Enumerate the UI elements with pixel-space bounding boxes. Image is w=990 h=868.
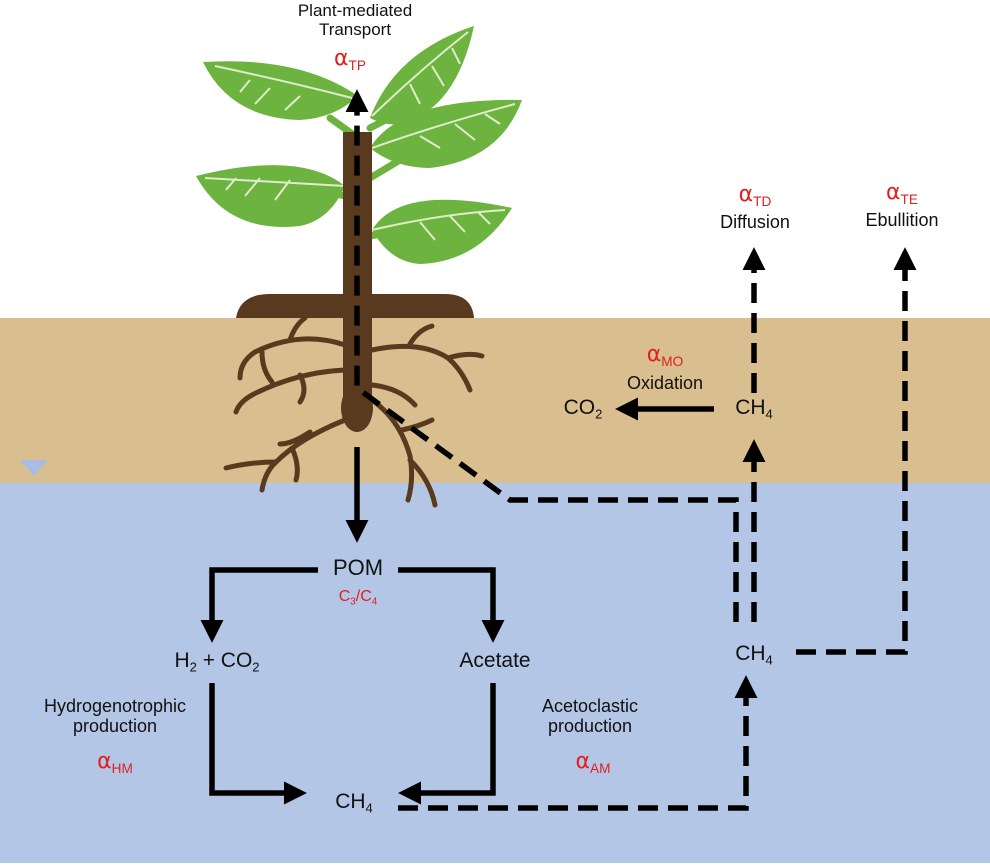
h2-co2-label: H2 + CO2: [174, 649, 260, 675]
arrow-acetate-to-ch4: [398, 683, 496, 805]
ch4-soil-label: CH4: [735, 396, 773, 422]
alpha-am-label: αAM: [575, 749, 611, 776]
arrow-water-ch4-to-plant-transport: [345, 89, 739, 622]
alpha-hm-label: αHM: [97, 749, 133, 776]
soil-layer: [0, 318, 990, 483]
plant-mediated-label: Plant-mediated Transport: [297, 1, 413, 39]
hydrogenotrophic-label: Hydrogenotrophic production: [43, 696, 187, 736]
oxidation-label: Oxidation: [626, 373, 704, 393]
acetate-label: Acetate: [459, 649, 531, 672]
pom-label: POM: [332, 555, 384, 580]
diffusion-label: Diffusion: [720, 212, 790, 232]
ebullition-label: Ebullition: [865, 210, 939, 230]
plant-icon: [196, 26, 522, 508]
arrow-h2co2-to-ch4: [209, 683, 307, 805]
water-layer: [0, 483, 990, 863]
alpha-td-label: αTD: [738, 182, 772, 209]
arrow-ch4-to-water-ch4: [398, 675, 758, 811]
dashed-arrows: [345, 89, 917, 811]
solid-arrows: [200, 397, 714, 805]
water-table-triangle-icon: [20, 460, 48, 476]
alpha-mo-label: αMO: [646, 342, 684, 369]
arrow-water-ch4-to-ebullition: [796, 247, 917, 655]
arrow-pom-to-h2co2: [200, 567, 318, 643]
alpha-tp-label: αTP: [334, 46, 366, 73]
ch4-water-label: CH4: [735, 642, 773, 668]
arrow-pom-to-acetate: [398, 567, 505, 643]
co2-soil-label: CO2: [563, 396, 603, 422]
alpha-te-label: αTE: [886, 180, 918, 207]
c3-c4-label: C3/C4: [338, 588, 378, 608]
acetoclastic-label: Acetoclastic production: [541, 696, 639, 736]
ch4-production-label: CH4: [335, 790, 373, 816]
